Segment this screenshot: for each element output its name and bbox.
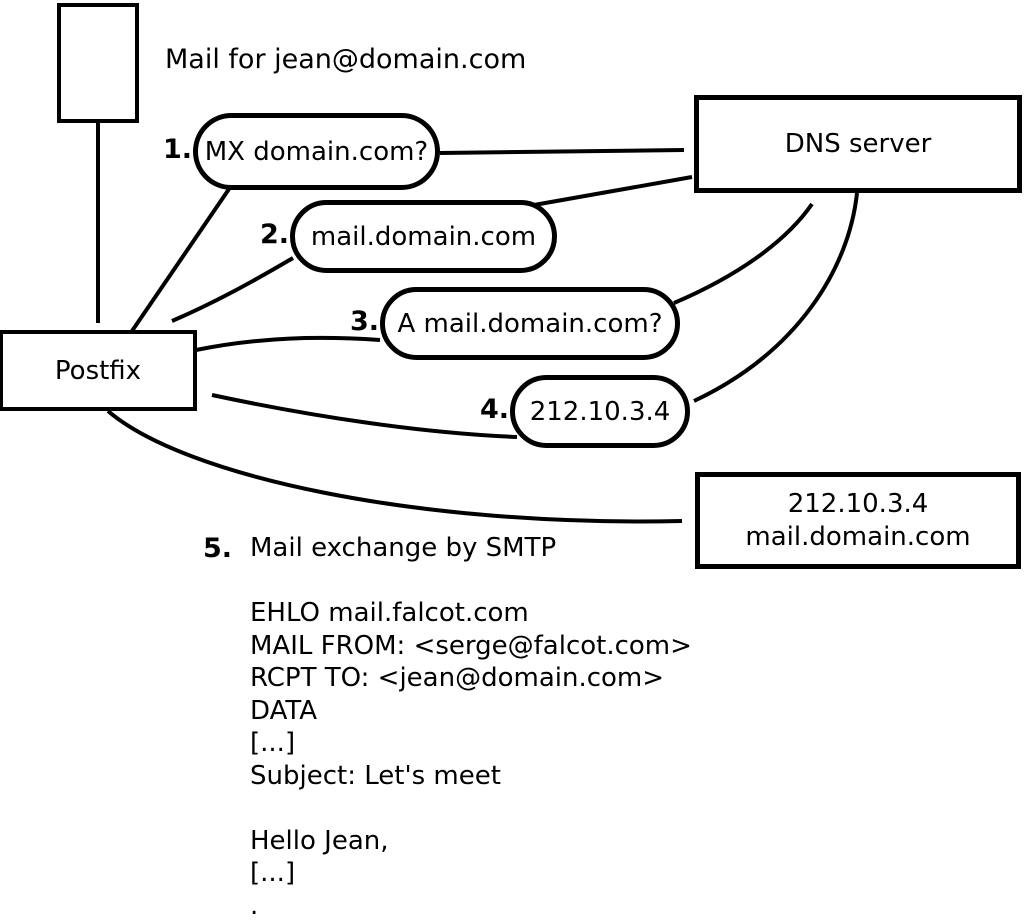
smtp-line-rcpt-to: RCPT TO: <jean@domain.com>: [250, 662, 692, 695]
postfix-label: Postfix: [55, 356, 141, 386]
dns-server-node: DNS server: [694, 95, 1022, 193]
answer-a-label: 212.10.3.4: [530, 397, 671, 427]
smtp-line-ehlo: EHLO mail.falcot.com: [250, 597, 692, 630]
mail-server-node: 212.10.3.4 mail.domain.com: [695, 472, 1021, 569]
step-number-2: 2.: [260, 219, 289, 250]
step-number-3: 3.: [350, 306, 379, 337]
connector-answer2-to-postfix: [172, 258, 293, 321]
smtp-line-ellipsis-2: [...]: [250, 857, 692, 890]
mail-server-ip: 212.10.3.4: [788, 488, 929, 521]
mail-server-hostname: mail.domain.com: [745, 521, 970, 554]
answer-mx-pill: mail.domain.com: [290, 200, 557, 273]
mail-for-label: Mail for jean@domain.com: [165, 44, 526, 75]
smtp-transcript: EHLO mail.falcot.com MAIL FROM: <serge@f…: [250, 597, 692, 922]
query-mx-label: MX domain.com?: [205, 137, 428, 167]
step-number-5: 5.: [203, 533, 232, 564]
connector-query3-to-dns: [674, 204, 812, 303]
connector-query1-to-dns: [440, 150, 684, 153]
answer-mx-label: mail.domain.com: [311, 222, 536, 252]
smtp-line-ellipsis-1: [...]: [250, 727, 692, 760]
smtp-line-data: DATA: [250, 695, 692, 728]
smtp-line-subject: Subject: Let's meet: [250, 760, 692, 793]
step-number-4: 4.: [480, 394, 509, 425]
connector-dns-to-answer4: [694, 193, 857, 401]
postfix-node: Postfix: [0, 330, 197, 411]
smtp-line-end-dot: .: [250, 890, 692, 922]
query-a-label: A mail.domain.com?: [398, 309, 663, 339]
smtp-line-blank: [250, 792, 692, 825]
query-a-pill: A mail.domain.com?: [380, 287, 680, 360]
connector-postfix-to-query3: [196, 338, 380, 350]
smtp-exchange-label: Mail exchange by SMTP: [250, 533, 556, 563]
dns-server-label: DNS server: [785, 129, 932, 159]
connector-postfix-to-query1: [132, 189, 229, 331]
answer-a-pill: 212.10.3.4: [510, 375, 690, 448]
query-mx-pill: MX domain.com?: [193, 113, 440, 190]
connector-dns-to-answer2: [534, 177, 692, 205]
step-number-1: 1.: [163, 134, 192, 165]
mail-envelope-node: [57, 3, 139, 123]
connector-answer4-to-postfix: [212, 395, 517, 437]
smtp-line-mail-from: MAIL FROM: <serge@falcot.com>: [250, 630, 692, 663]
smtp-line-greeting: Hello Jean,: [250, 825, 692, 858]
